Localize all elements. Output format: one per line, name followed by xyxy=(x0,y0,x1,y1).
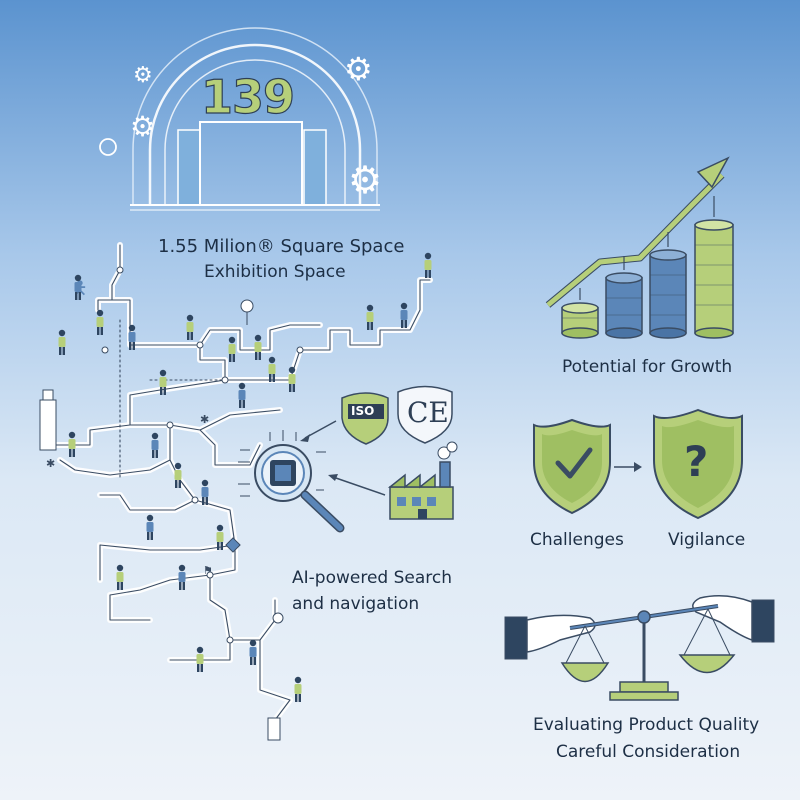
gear-icon: ⚙ xyxy=(130,111,156,142)
question-mark-icon: ? xyxy=(684,437,709,486)
star-icon: ✱ xyxy=(200,414,210,426)
ai-search-caption-line1: AI-powered Search xyxy=(292,568,453,588)
evaluation-caption-line2: Careful Consideration xyxy=(556,742,741,762)
vigilance-caption: Vigilance xyxy=(668,530,746,550)
exhibition-area-line1: 1.55 Milion® Square Space xyxy=(158,236,405,257)
ai-search-caption-line2: and navigation xyxy=(292,594,420,614)
exhibition-area-line2: Exhibition Space xyxy=(204,262,346,282)
evaluation-caption-line1: Evaluating Product Quality xyxy=(533,715,760,735)
ce-mark-label: CE xyxy=(407,396,449,429)
gear-icon: ⚙ xyxy=(133,62,153,87)
iso-badge-label: ISO xyxy=(351,404,375,418)
exhibition-number: 139 xyxy=(200,69,295,124)
gear-icon: ⚙ xyxy=(344,51,373,87)
growth-caption: Potential for Growth xyxy=(562,357,733,377)
gear-icon: ⚙ xyxy=(348,160,383,202)
star-icon: ✱ xyxy=(46,458,56,470)
challenges-caption: Challenges xyxy=(530,530,624,550)
flag-icon: ⚑ xyxy=(203,565,213,577)
person-icon: 🯅 xyxy=(72,278,88,298)
